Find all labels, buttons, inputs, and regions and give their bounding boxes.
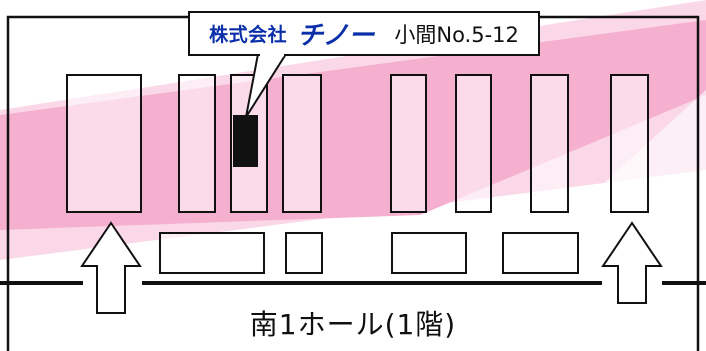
- company-prefix: 株式会社: [209, 24, 288, 46]
- booth: [159, 232, 265, 274]
- hall-label: 南1ホール(1階): [249, 308, 457, 341]
- entrance-arrow-icon: [601, 221, 663, 304]
- booth: [610, 74, 649, 213]
- background-band-dark: [0, 20, 706, 230]
- booth: [502, 232, 579, 274]
- booth: [282, 74, 322, 213]
- booth: [530, 74, 569, 213]
- booth-number: 小間No.5-12: [394, 22, 519, 47]
- booth: [66, 74, 142, 213]
- highlighted-booth-chino: [233, 115, 258, 167]
- hall-boundary-right: [540, 15, 700, 351]
- hall-boundary: [6, 15, 190, 351]
- callout-box: [188, 11, 540, 56]
- exhibitor-callout: 株式会社 チノー 小間No.5-12: [189, 12, 539, 55]
- booth: [390, 74, 427, 213]
- brand-name: チノー: [297, 21, 375, 51]
- entrance-arrow-icon: [80, 221, 142, 314]
- booth: [391, 232, 467, 274]
- booth: [285, 232, 323, 274]
- booth: [455, 74, 492, 213]
- booth: [178, 74, 216, 213]
